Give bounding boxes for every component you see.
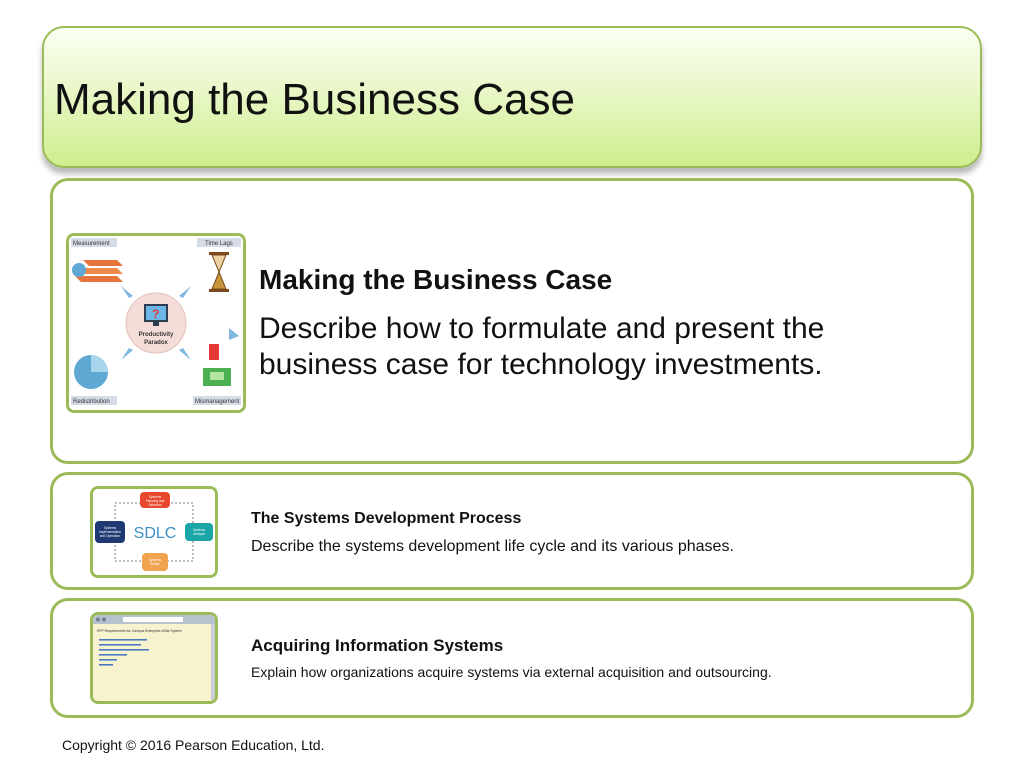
rfp-document-figure: RFP Requirements for Campus Enterprise-W… bbox=[90, 612, 218, 704]
card-heading: Acquiring Information Systems bbox=[251, 636, 504, 655]
svg-text:?: ? bbox=[152, 307, 159, 321]
sdlc-figure: Systems Planning and Selection Systems A… bbox=[90, 486, 218, 578]
objective-card-business-case: Measurement Time Lags Redistribution Mis… bbox=[50, 178, 974, 464]
copyright-footer: Copyright © 2016 Pearson Education, Ltd. bbox=[62, 737, 325, 753]
rfp-title: RFP Requirements for Campus Enterprise-W… bbox=[97, 629, 182, 633]
objective-card-systems-development: Systems Planning and Selection Systems A… bbox=[50, 472, 974, 590]
phase-planning-line2: Planning and bbox=[146, 499, 165, 503]
phase-implementation-line2: Implementation bbox=[99, 530, 121, 534]
phase-planning bbox=[140, 492, 170, 508]
productivity-paradox-image: Measurement Time Lags Redistribution Mis… bbox=[69, 236, 243, 410]
phase-design-line2: Design bbox=[150, 562, 160, 566]
center-label-1: Productivity bbox=[139, 332, 174, 338]
sdlc-center-label: SDLC bbox=[134, 525, 177, 542]
pie-chart-icon bbox=[74, 355, 108, 389]
arrow-icons bbox=[121, 286, 239, 360]
phase-analysis-line1: Systems bbox=[193, 528, 206, 532]
scrollbar bbox=[211, 624, 215, 701]
phase-planning-line3: Selection bbox=[148, 503, 161, 507]
label-measurement: Measurement bbox=[73, 241, 110, 247]
label-time-lags: Time Lags bbox=[205, 241, 233, 247]
money-box-icon bbox=[203, 344, 231, 386]
phase-analysis-line2: Analysis bbox=[193, 532, 205, 536]
phase-analysis bbox=[185, 523, 213, 541]
browser-screenshot-image: RFP Requirements for Campus Enterprise-W… bbox=[93, 615, 215, 701]
rfp-link-lines bbox=[99, 639, 149, 666]
phase-implementation-line3: and Operation bbox=[100, 534, 120, 538]
sdlc-diagram-image: Systems Planning and Selection Systems A… bbox=[93, 489, 215, 575]
card-heading: Making the Business Case bbox=[259, 264, 613, 295]
ruler-stack-icon bbox=[72, 260, 123, 282]
phase-implementation-line1: Systems bbox=[104, 526, 117, 530]
card-description: Describe how to formulate and present th… bbox=[259, 312, 825, 381]
card-description: Describe the systems development life cy… bbox=[251, 538, 734, 555]
card-description: Explain how organizations acquire system… bbox=[251, 664, 772, 680]
label-redistribution: Redistribution bbox=[73, 399, 110, 405]
center-label-2: Paradox bbox=[144, 340, 168, 346]
phase-planning-line1: Systems bbox=[149, 495, 162, 499]
hourglass-icon bbox=[209, 252, 229, 292]
slide-title: Making the Business Case bbox=[54, 75, 575, 124]
title-banner: Making the Business Case bbox=[42, 26, 982, 168]
phase-design bbox=[142, 553, 168, 571]
card-heading: The Systems Development Process bbox=[251, 510, 522, 527]
phase-design-line1: Systems bbox=[149, 558, 162, 562]
label-mismanagement: Mismanagement bbox=[195, 399, 240, 405]
objective-card-acquiring-systems: RFP Requirements for Campus Enterprise-W… bbox=[50, 598, 974, 718]
productivity-paradox-figure: Measurement Time Lags Redistribution Mis… bbox=[66, 233, 246, 413]
computer-icon: ? bbox=[144, 304, 168, 326]
phase-implementation bbox=[95, 521, 125, 543]
